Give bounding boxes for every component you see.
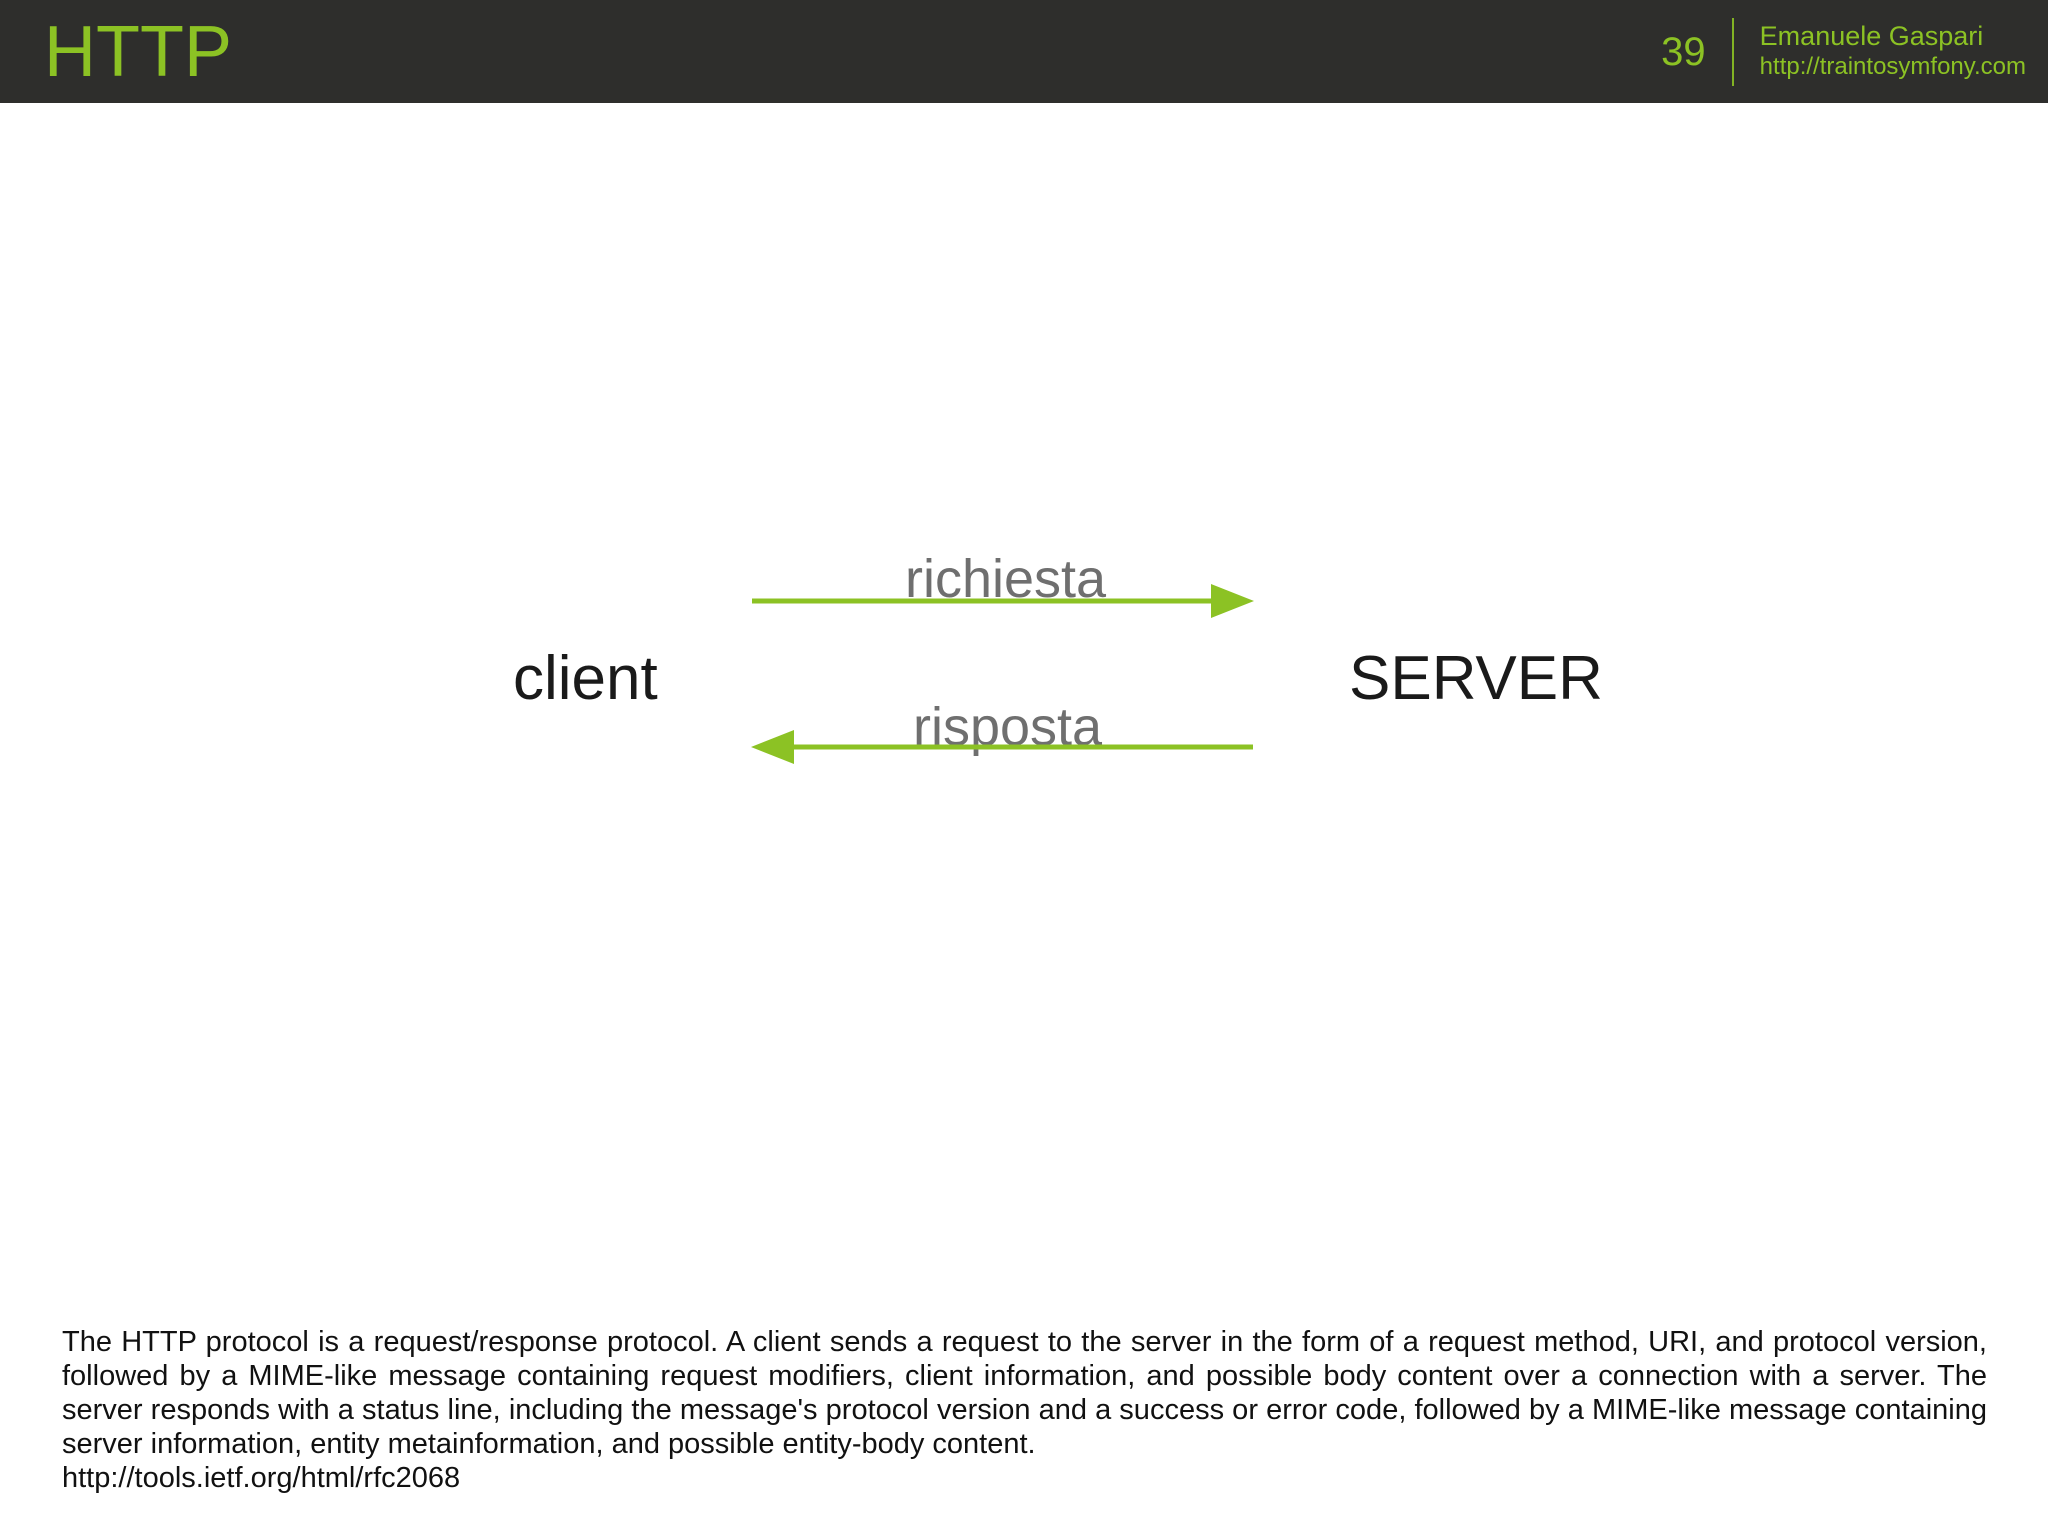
author-block: Emanuele Gaspari http://traintosymfony.c… (1734, 21, 2026, 81)
source-url-link[interactable]: http://tools.ietf.org/html/rfc2068 (62, 1462, 461, 1494)
page-number: 39 (1661, 29, 1706, 74)
description-block: The HTTP protocol is a request/response … (62, 1325, 1987, 1495)
slide-header: HTTP 39 Emanuele Gaspari http://traintos… (0, 0, 2048, 103)
arrow-label-risposta: risposta (913, 697, 1103, 757)
diagram-node-client: client (513, 644, 658, 713)
diagram-node-server: SERVER (1349, 644, 1603, 713)
author-name: Emanuele Gaspari (1759, 21, 1984, 52)
page-title: HTTP (44, 11, 232, 92)
header-divider (1731, 17, 1734, 86)
author-website-link[interactable]: http://traintosymfony.com (1759, 53, 2026, 81)
response-arrow-icon (751, 730, 1253, 764)
request-arrow-icon (752, 584, 1254, 618)
description-paragraph: The HTTP protocol is a request/response … (62, 1326, 1987, 1460)
header-meta: 39 Emanuele Gaspari http://traintosymfon… (1661, 0, 2026, 103)
arrow-label-richiesta: richiesta (905, 549, 1107, 609)
